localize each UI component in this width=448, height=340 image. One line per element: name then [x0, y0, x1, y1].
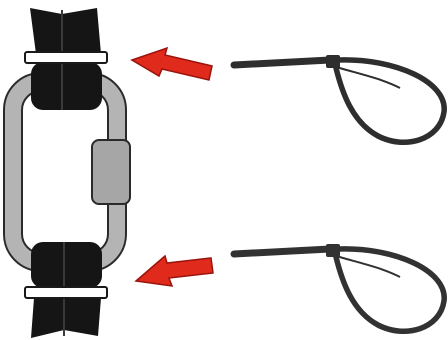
webbing-strap-lower — [24, 242, 108, 338]
cable-tie-ring-lower — [24, 286, 108, 299]
cable-tie-icon — [230, 244, 447, 335]
cable-tie-ring-upper — [24, 51, 108, 64]
cable-tie-icon — [230, 55, 447, 146]
arrow-left-icon — [134, 254, 214, 287]
link-sleeve — [91, 139, 131, 205]
arrow-left-icon — [130, 46, 213, 81]
webbing-strap-upper — [24, 8, 108, 110]
